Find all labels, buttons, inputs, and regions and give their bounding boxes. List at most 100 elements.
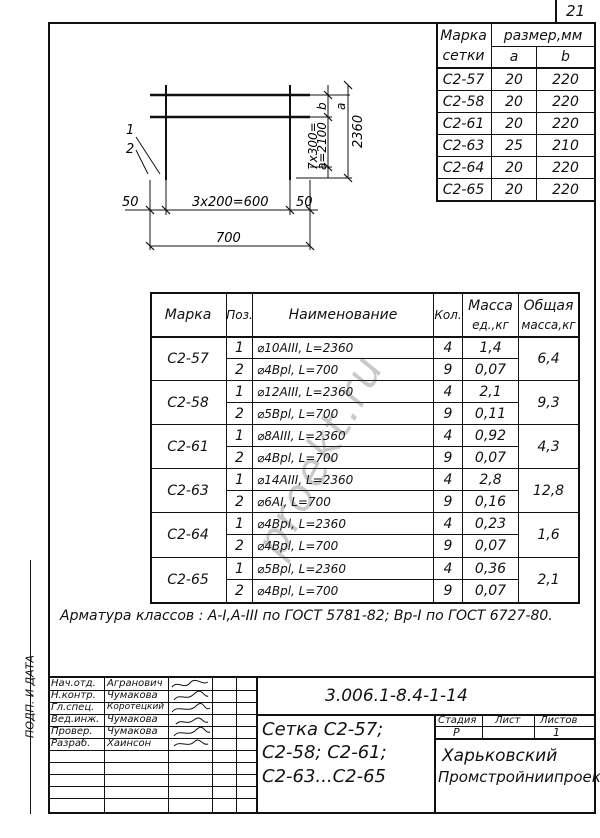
role-name: Агранович [107, 678, 163, 689]
spec-item-pos: 1 [235, 383, 244, 400]
title-line-1: Сетка С2-57; [262, 719, 384, 740]
spec-item-mass: 1,4 [479, 340, 502, 356]
spec-item-pos: 2 [235, 583, 244, 599]
spec-item-pos: 1 [235, 471, 244, 488]
role-label: Провер. [51, 726, 93, 737]
spec-item-mass: 2,1 [479, 383, 502, 400]
spec-item-mass: 0,23 [474, 515, 507, 532]
spec-item-pos: 2 [235, 449, 244, 466]
spec-item-mass: 0,07 [474, 361, 507, 378]
mesh-row-mark: С2-63 [442, 137, 485, 154]
title-block-top [48, 676, 596, 678]
role-name: Коротецкий [107, 702, 165, 712]
mesh-header-b: b [561, 49, 570, 65]
spec-group-total: 2,1 [537, 572, 560, 588]
mesh-row-b: 210 [552, 137, 579, 154]
role-name: Хаинсон [107, 738, 152, 749]
spec-item-name: ⌀5Врl, L=700 [257, 406, 339, 421]
frame-top [48, 22, 596, 24]
spec-item-pos: 1 [235, 340, 244, 356]
spec-item-qty: 4 [443, 427, 453, 444]
mesh-row-a: 20 [505, 71, 523, 88]
sheet-label: Лист [495, 715, 521, 726]
mesh-header-a: a [509, 49, 519, 65]
spec-item-mass: 0,36 [474, 560, 507, 577]
spec-item-mass: 0,92 [474, 427, 507, 444]
mesh-row-a: 20 [505, 159, 523, 176]
label-pos1: 1 [126, 123, 134, 138]
spec-item-qty: 4 [443, 560, 453, 577]
spec-item-qty: 9 [443, 538, 453, 554]
spec-group-mark: С2-63 [167, 482, 209, 499]
spec-item-name: ⌀4Врl, L=700 [257, 539, 339, 553]
spec-header-qty: Кол. [434, 308, 462, 322]
spec-item-mass: 0,11 [474, 405, 507, 422]
dim-b: b [315, 102, 329, 110]
mesh-row-b: 220 [552, 181, 579, 198]
spec-group-mark: С2-58 [167, 394, 209, 411]
spec-item-name: ⌀4Врl, L=2360 [257, 516, 346, 531]
mesh-drawing: 1 2 50 3x200=600 50 700 7x300= a=2100 b … [122, 80, 366, 251]
spec-item-pos: 1 [235, 427, 244, 444]
spec-item-name: ⌀10АIII, L=2360 [257, 341, 354, 355]
mesh-row-b: 220 [552, 71, 579, 88]
dim-total: 700 [216, 231, 241, 246]
spec-item-mass: 0,07 [474, 538, 507, 554]
spec-header-mass-total-2: масса,кг [521, 318, 576, 332]
spec-item-mass: 0,16 [474, 493, 507, 510]
spec-group-total: 1,6 [537, 527, 560, 543]
frame-right [594, 22, 596, 814]
mesh-row-a: 20 [505, 181, 523, 198]
role-label: Разраб. [51, 738, 91, 749]
role-label: Н.контр. [51, 690, 96, 701]
spec-item-pos: 2 [235, 405, 244, 422]
mesh-row-b: 220 [552, 93, 579, 110]
title-line-2: С2-58; С2-61; [262, 742, 387, 763]
spec-item-qty: 4 [443, 515, 453, 532]
spec-item-name: ⌀4Врl, L=700 [257, 450, 339, 465]
spec-group-total: 9,3 [537, 394, 560, 411]
spec-header-name: Наименование [288, 307, 398, 323]
org-line-2: Промстройниипроект [438, 768, 600, 786]
spec-item-name: ⌀8АIII, L=2360 [257, 428, 346, 443]
sheet-value: 1 [553, 726, 560, 739]
spec-item-name: ⌀12АIII, L=2360 [257, 384, 354, 399]
page-number-divider [555, 0, 557, 22]
sheets-label: Листов [540, 715, 578, 726]
spec-group-mark: С2-57 [167, 351, 209, 367]
spec-header-pos: Поз. [226, 308, 253, 322]
spec-item-qty: 4 [443, 471, 453, 488]
spec-group-mark: С2-64 [167, 527, 209, 543]
mesh-row-mark: С2-57 [442, 71, 485, 88]
stage-label: Стадия [438, 715, 477, 726]
mesh-row-mark: С2-65 [442, 181, 485, 198]
role-label: Вед.инж. [51, 714, 100, 725]
spec-item-mass: 0,07 [474, 449, 507, 466]
spec-item-qty: 9 [443, 493, 453, 510]
spec-item-name: ⌀14АIII, L=2360 [257, 472, 354, 487]
spec-table: Марка Поз. Наименование Кол. Масса ед.,к… [150, 292, 580, 604]
spec-group-total: 12,8 [532, 482, 565, 499]
spec-item-mass: 0,07 [474, 583, 507, 599]
spec-item-qty: 9 [443, 405, 453, 422]
mesh-row-b: 220 [552, 159, 579, 176]
spec-item-qty: 9 [443, 449, 453, 466]
spec-item-pos: 2 [235, 361, 244, 378]
spec-group-total: 4,3 [537, 438, 560, 455]
spec-header-mass-total-1: Общая [523, 298, 574, 314]
mesh-row-a: 20 [505, 93, 523, 110]
spec-group-mark: С2-61 [167, 438, 209, 455]
spec-item-name: ⌀4Врl, L=700 [257, 362, 339, 377]
mesh-row-a: 20 [505, 115, 523, 132]
frame-left [48, 22, 50, 814]
spec-item-qty: 4 [443, 340, 453, 356]
signatures [171, 679, 211, 747]
spec-group-mark: С2-65 [167, 572, 209, 588]
spec-header-mass-unit-2: ед.,кг [472, 318, 509, 332]
mesh-row-mark: С2-61 [442, 115, 485, 132]
spec-item-pos: 1 [235, 515, 244, 532]
dim-50-right: 50 [296, 195, 313, 210]
role-label: Нач.отд. [51, 678, 96, 689]
dim-mid: 3x200=600 [192, 195, 268, 210]
spec-group-total: 6,4 [537, 351, 560, 367]
